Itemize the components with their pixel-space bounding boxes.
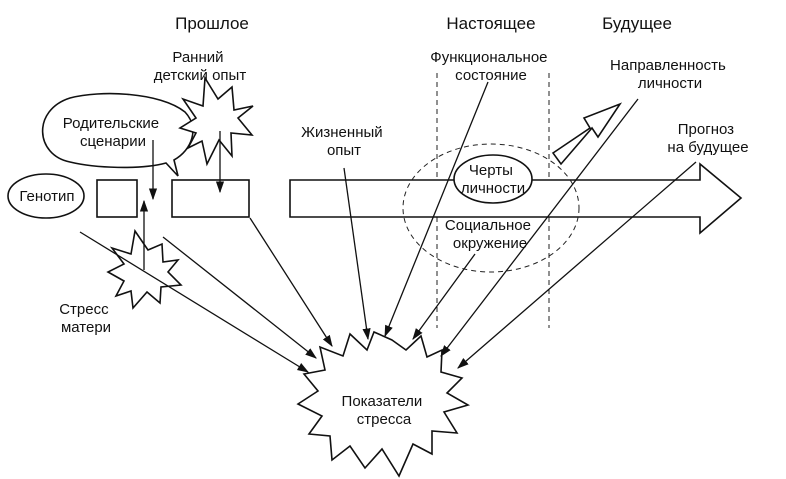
social-environment-label: Социальное окружение <box>445 217 535 252</box>
header-present: Настоящее <box>446 14 535 33</box>
life-experience-label: Жизненный опыт <box>301 124 387 159</box>
timeline-segment-1 <box>96 179 138 218</box>
early-childhood-starburst <box>178 75 254 167</box>
arrow-from-social-environment <box>412 253 476 340</box>
early-childhood-label: Ранний детский опыт <box>154 49 247 84</box>
arrow-from-personality-direction <box>440 98 639 357</box>
mother-stress-label: Стресс матери <box>59 301 113 336</box>
arrow-from-timeline-past <box>162 236 317 359</box>
arrow-from-future-forecast <box>457 161 697 369</box>
personality-traits-ellipse <box>453 154 533 204</box>
arrow-from-life-experience <box>343 167 371 341</box>
header-past: Прошлое <box>175 14 249 33</box>
arrow-from-genotype <box>79 231 309 373</box>
personality-direction-arrow <box>551 102 623 166</box>
timeline-segment-2 <box>171 179 250 218</box>
personality-traits-label: Черты личности <box>461 162 525 197</box>
arrow-from-early-childhood <box>249 217 333 347</box>
future-forecast-label: Прогноз на будущее <box>667 121 748 156</box>
personality-direction-label: Направленность личности <box>610 57 730 92</box>
header-future: Будущее <box>602 14 672 33</box>
arrow-from-functional-state <box>384 81 489 338</box>
stress-indicators-starburst <box>296 330 471 478</box>
stress-indicators-label: Показатели стресса <box>342 393 427 428</box>
parental-scenarios-label: Родительские сценарии <box>63 115 164 150</box>
functional-state-label: Функциональное состояние <box>430 49 551 84</box>
personality-environment-circle <box>402 143 580 273</box>
genotype-label: Генотип <box>19 188 74 205</box>
genotype-ellipse <box>7 173 85 219</box>
parental-scenarios-bubble <box>41 92 194 177</box>
